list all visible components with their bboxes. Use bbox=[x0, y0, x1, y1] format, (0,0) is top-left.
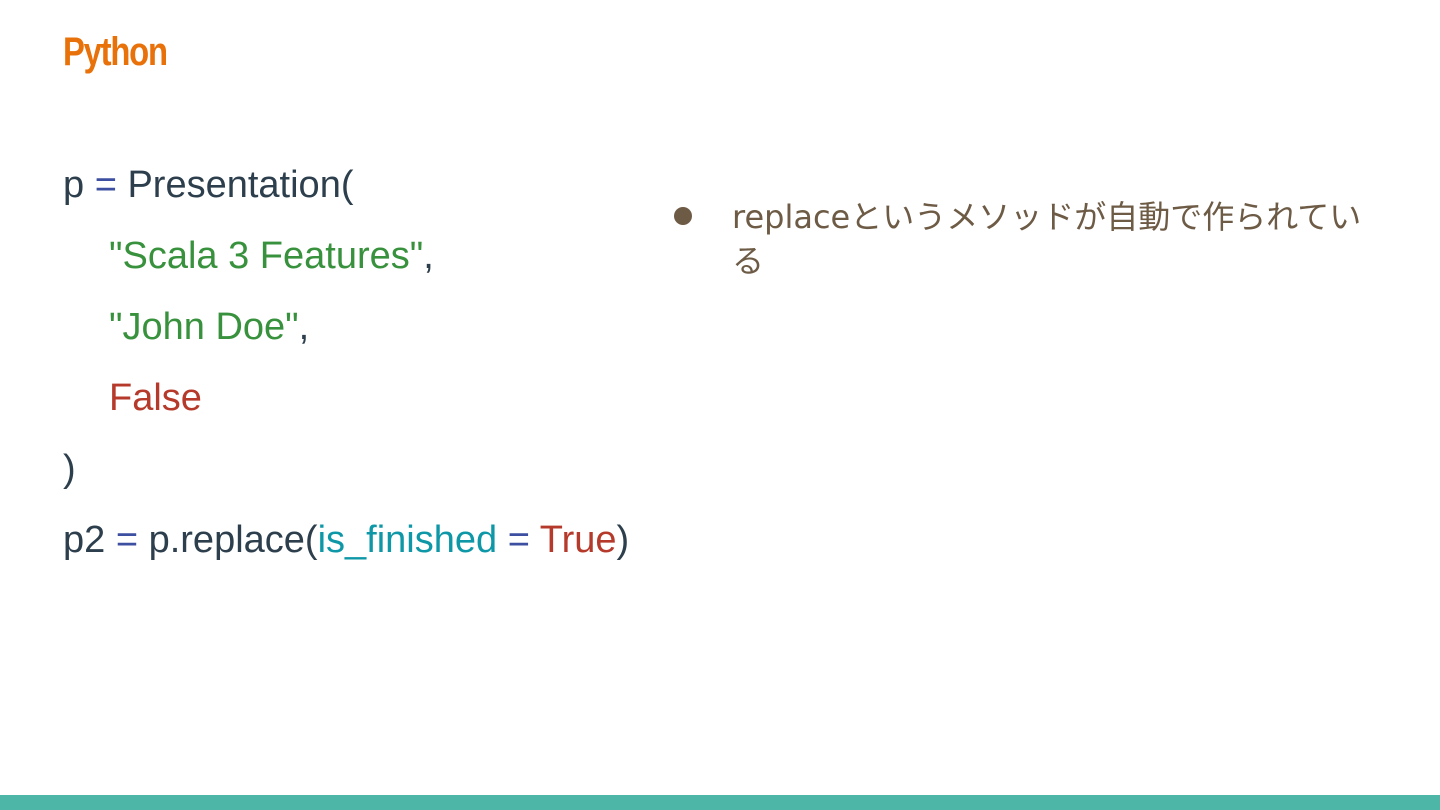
code-keyword-arg: is_finished bbox=[317, 519, 508, 561]
code-token: p bbox=[63, 164, 95, 206]
code-string: "Scala 3 Features" bbox=[109, 235, 424, 277]
bullet-list: replaceというメソッドが自動で作られている bbox=[672, 195, 1362, 283]
code-block: p = Presentation( "Scala 3 Features", "J… bbox=[63, 160, 629, 586]
code-line-2: "Scala 3 Features", bbox=[63, 231, 629, 302]
bullet-text: replaceというメソッドが自動で作られている bbox=[732, 198, 1362, 280]
code-line-3: "John Doe", bbox=[63, 302, 629, 373]
code-boolean: True bbox=[529, 519, 617, 561]
code-punct: ) bbox=[63, 448, 76, 490]
code-line-5: ) bbox=[63, 444, 629, 515]
code-token: p2 bbox=[63, 519, 116, 561]
code-operator: = bbox=[507, 519, 530, 561]
code-operator: = bbox=[94, 164, 117, 206]
code-token: Presentation( bbox=[116, 164, 354, 206]
code-punct: , bbox=[298, 306, 310, 348]
code-string: "John Doe" bbox=[109, 306, 299, 348]
code-line-4: False bbox=[63, 373, 629, 444]
bullet-dot-icon bbox=[674, 207, 692, 225]
code-punct: , bbox=[423, 235, 434, 277]
code-punct: ) bbox=[616, 519, 630, 561]
footer-bar bbox=[0, 795, 1440, 810]
code-line-6: p2 = p.replace(is_finished = True) bbox=[63, 515, 629, 586]
bullet-item: replaceというメソッドが自動で作られている bbox=[672, 195, 1362, 283]
code-operator: = bbox=[115, 519, 139, 561]
code-token: p.replace( bbox=[138, 519, 318, 561]
slide-title: Python bbox=[63, 30, 168, 74]
code-boolean: False bbox=[109, 377, 202, 419]
code-line-1: p = Presentation( bbox=[63, 160, 629, 231]
